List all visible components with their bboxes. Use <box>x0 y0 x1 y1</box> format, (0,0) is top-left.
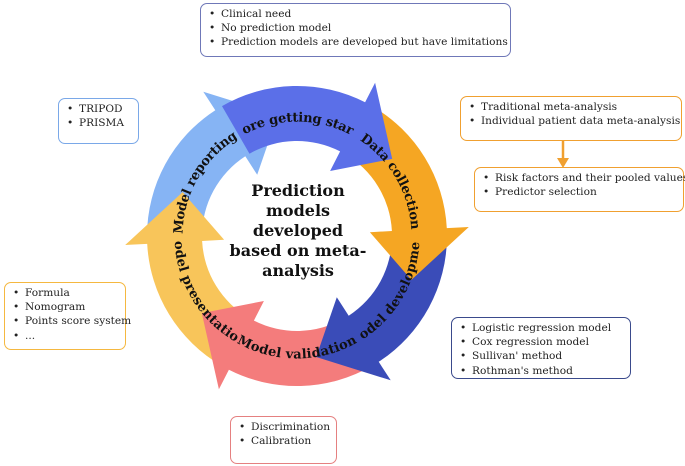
list-item: • No prediction model <box>209 21 504 35</box>
bullet-icon: • <box>239 421 246 433</box>
list-item-text: Cox regression model <box>472 336 589 349</box>
list-item-text: Risk factors and their pooled values <box>495 172 685 184</box>
bullet-icon: • <box>13 315 20 328</box>
center-title: Prediction models developed based on met… <box>229 181 367 280</box>
list-item: • Traditional meta-analysis <box>469 100 675 114</box>
bullet-icon: • <box>209 36 216 49</box>
bullet-icon: • <box>209 22 216 35</box>
list-item-text: Calibration <box>251 435 312 448</box>
list-item-text: TRIPOD <box>79 103 123 115</box>
list-item-text: Formula <box>25 287 70 299</box>
model-presentation-box: •Formula•Nomogram•Points score system•..… <box>4 282 131 350</box>
cycle-arrow-before <box>222 82 393 171</box>
list-item: • Prediction models are developed but hav… <box>209 35 508 49</box>
list-item-text: ... <box>25 329 36 342</box>
bullet-icon: • <box>483 186 490 199</box>
bullet-icon: • <box>13 301 20 314</box>
list-item-text: No prediction model <box>221 22 332 35</box>
model-development-box: • Logistic regression model • Cox regressio… <box>451 317 631 379</box>
before-getting-started-box: • Clinical need • No prediction model • Predi… <box>200 3 511 57</box>
list-item-text: Rothman's method <box>472 364 573 377</box>
bullet-icon: • <box>469 101 476 113</box>
list-item: • Nomogram <box>13 300 119 314</box>
list-item-text: Predictor selection <box>495 186 597 199</box>
list-item: • Calibration <box>239 434 330 448</box>
list-item: •... <box>13 329 119 343</box>
list-item: • Cox regression model <box>460 335 624 349</box>
list-item: • Sullivan' method <box>460 349 624 363</box>
bullet-icon: • <box>67 103 74 115</box>
list-item: • PRISMA <box>67 116 132 130</box>
down-arrow-icon <box>557 140 569 168</box>
bullet-icon: • <box>209 8 216 20</box>
model-reporting-box: • TRIPOD • PRISMA <box>58 98 139 144</box>
model-validation-box: • Discrimination • Calibration <box>230 416 337 464</box>
list-item-text: Points score system <box>25 315 132 328</box>
list-item-text: Traditional meta-analysis <box>481 101 618 113</box>
list-item: • Formula <box>13 286 119 300</box>
list-item: • Points score system <box>13 314 131 328</box>
list-item-text: Clinical need <box>221 8 292 20</box>
list-item-text: Discrimination <box>251 421 331 433</box>
bullet-icon: • <box>483 172 490 184</box>
list-item-text: Nomogram <box>25 301 86 314</box>
list-item-text: Logistic regression model <box>472 322 612 334</box>
bullet-icon: • <box>13 287 20 299</box>
bullet-icon: • <box>460 322 467 334</box>
list-item: • Clinical need <box>209 7 504 21</box>
list-item: • Discrimination <box>239 420 330 434</box>
list-item: • Logistic regression model <box>460 321 624 335</box>
data-collection-methods-box: • Traditional meta-analysis • Individual pa… <box>460 96 682 141</box>
list-item-text: Sullivan' method <box>472 350 563 363</box>
bullet-icon: • <box>469 115 476 128</box>
list-item-text: Prediction models are developed but have… <box>221 36 508 49</box>
data-collection-predictors-box: • Risk factors and their pooled values • Pr… <box>474 167 685 212</box>
list-item: • Risk factors and their pooled values <box>483 171 685 185</box>
bullet-icon: • <box>67 117 74 130</box>
bullet-icon: • <box>239 435 246 448</box>
list-item: • Rothman's method <box>460 364 624 378</box>
cycle-arrow-valid <box>201 301 372 390</box>
list-item: • Predictor selection <box>483 185 677 199</box>
bullet-icon: • <box>460 336 467 349</box>
bullet-icon: • <box>460 350 467 363</box>
list-item-text: Individual patient data meta-analysis <box>481 115 681 128</box>
list-item: • Individual patient data meta-analysis <box>469 114 680 128</box>
list-item: • TRIPOD <box>67 102 132 116</box>
list-item-text: PRISMA <box>79 117 125 130</box>
bullet-icon: • <box>13 329 20 342</box>
bullet-icon: • <box>460 364 467 377</box>
